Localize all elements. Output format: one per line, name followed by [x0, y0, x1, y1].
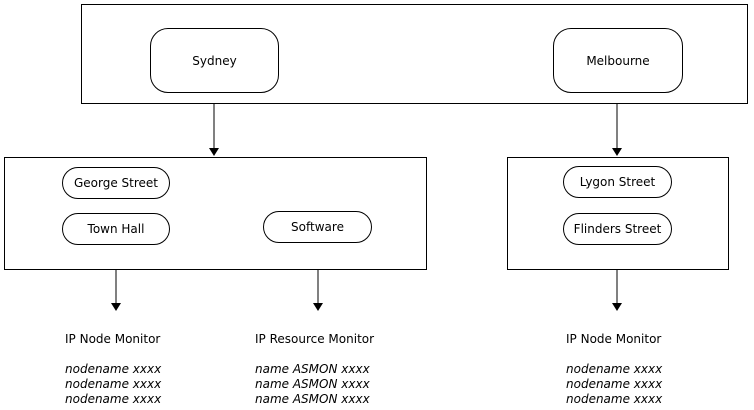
monitor-title-town-hall: IP Node Monitor	[65, 332, 161, 346]
location-node-george-street[interactable]: George Street	[62, 167, 170, 199]
location-node-town-hall[interactable]: Town Hall	[62, 213, 170, 245]
region-node-melbourne[interactable]: Melbourne	[553, 28, 683, 93]
monitor-entry: nodename xxxx	[65, 377, 162, 391]
location-label-software: Software	[291, 220, 344, 234]
location-node-flinders-street[interactable]: Flinders Street	[563, 213, 672, 245]
monitor-entry: name ASMON xxxx	[255, 377, 370, 391]
monitor-entries-town-hall: nodename xxxx nodename xxxx nodename xxx…	[65, 362, 161, 407]
monitor-entry: nodename xxxx	[566, 377, 663, 391]
monitor-entry: nodename xxxx	[566, 392, 663, 406]
location-label-george-street: George Street	[73, 176, 159, 190]
monitor-title-software: IP Resource Monitor	[255, 332, 375, 346]
region-node-sydney[interactable]: Sydney	[150, 28, 279, 93]
location-node-software[interactable]: Software	[263, 211, 372, 243]
monitor-entries-software: name ASMON xxxx name ASMON xxxx name ASM…	[255, 362, 370, 407]
monitor-entry: nodename xxxx	[65, 392, 162, 406]
monitor-title-flinders-street: IP Node Monitor	[566, 332, 662, 346]
monitor-entry: nodename xxxx	[566, 362, 663, 376]
monitor-entry: name ASMON xxxx	[255, 362, 370, 376]
monitor-entry: nodename xxxx	[65, 362, 162, 376]
monitor-entries-flinders-street: nodename xxxx nodename xxxx nodename xxx…	[566, 362, 662, 407]
location-label-town-hall: Town Hall	[87, 222, 145, 236]
location-label-lygon-street: Lygon Street	[579, 175, 656, 189]
location-node-lygon-street[interactable]: Lygon Street	[563, 166, 672, 198]
monitor-entry: name ASMON xxxx	[255, 392, 370, 406]
region-label-sydney: Sydney	[192, 53, 237, 68]
location-label-flinders-street: Flinders Street	[573, 222, 662, 236]
region-label-melbourne: Melbourne	[586, 53, 650, 68]
